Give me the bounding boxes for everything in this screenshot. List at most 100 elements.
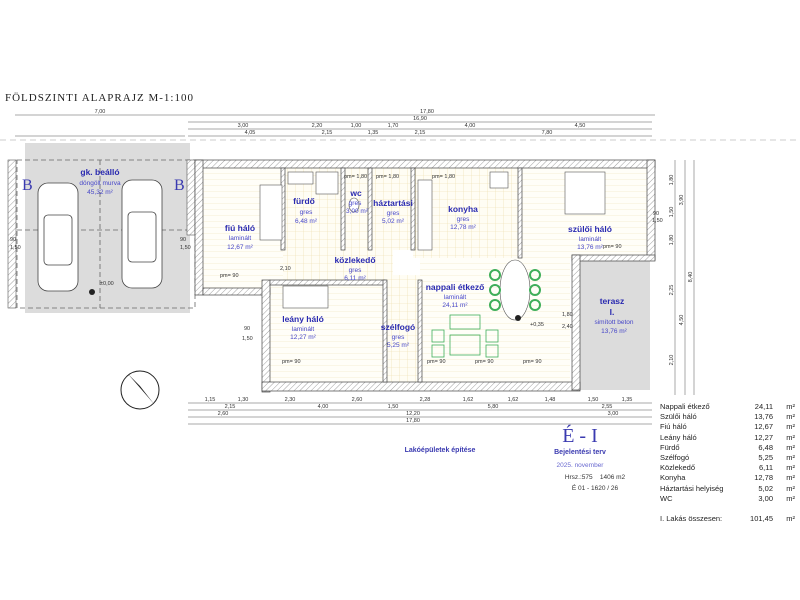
- chairs: [489, 269, 541, 311]
- bed-icon: [282, 285, 329, 309]
- dimension-label: 4,00: [318, 404, 329, 410]
- area-room-name: Fiú háló: [660, 422, 687, 432]
- dimension-label: 1,62: [463, 397, 474, 403]
- area-unit: m²: [786, 452, 795, 462]
- svg-text:24,11 m²: 24,11 m²: [442, 302, 468, 309]
- area-unit: m²: [786, 513, 795, 523]
- level-marker-icon: [515, 315, 521, 321]
- furniture: [259, 171, 606, 321]
- area-room-name: Leány háló: [660, 432, 697, 442]
- room-szelfogo: szélfogó gres 5,25 m²: [381, 322, 415, 349]
- terrace: [580, 258, 650, 390]
- svg-text:pm= 90: pm= 90: [603, 244, 622, 250]
- svg-text:fürdő: fürdő: [293, 196, 315, 206]
- svg-text:laminált: laminált: [229, 235, 252, 242]
- dimension-label: 2,10: [669, 355, 675, 366]
- area-value: 13,76: [754, 412, 773, 422]
- svg-text:6,48 m²: 6,48 m²: [295, 218, 318, 225]
- dimension-label: 2,30: [285, 397, 296, 403]
- svg-text:1,50: 1,50: [652, 218, 663, 224]
- area-value: 6,48: [758, 442, 773, 452]
- area-unit: m²: [786, 493, 795, 503]
- svg-text:1,50: 1,50: [180, 245, 191, 251]
- car-icon: [121, 179, 163, 289]
- svg-text:5,25 m²: 5,25 m²: [387, 342, 410, 349]
- svg-text:I.: I.: [610, 307, 615, 317]
- area-room-name: Konyha: [660, 473, 686, 483]
- svg-text:szélfogó: szélfogó: [381, 322, 415, 332]
- dimension-label: 1,80: [669, 235, 675, 246]
- dimension-label: 2,55: [602, 404, 613, 410]
- dimension-label: 2,28: [420, 397, 431, 403]
- dimension-label: 1,50: [669, 207, 675, 218]
- svg-text:gk. beálló: gk. beálló: [80, 167, 119, 177]
- project-name: Lakóépületek építése: [404, 447, 476, 454]
- dimension-label: 3,90: [679, 195, 685, 206]
- dimension-label: 1,35: [368, 130, 379, 136]
- dimension-label: 2,25: [669, 285, 675, 296]
- room-szuloi-halo: szülői háló laminált 13,76 m²: [568, 224, 612, 251]
- svg-text:szülői háló: szülői háló: [568, 224, 612, 234]
- area-room-name: Nappali étkező: [660, 402, 710, 411]
- sheet-number: É - I: [562, 425, 598, 447]
- dimension-label: 4,50: [679, 315, 685, 326]
- carport: B B ±0,00: [7, 143, 196, 313]
- dimension-label: 1,15: [205, 397, 216, 403]
- room-konyha: konyha gres 12,78 m²: [448, 204, 478, 231]
- svg-text:gres: gres: [392, 334, 405, 341]
- level-label: +0,35: [530, 322, 544, 328]
- svg-text:pm= 90: pm= 90: [427, 359, 446, 365]
- parcel-info: Hrsz.:575 1406 m2: [564, 474, 626, 481]
- area-unit: m²: [786, 422, 795, 432]
- dimension-label: 7,00: [95, 109, 106, 115]
- dimension-label: 1,50: [388, 404, 399, 410]
- room-nappali-etkezo: nappali étkező laminált 24,11 m²: [426, 282, 485, 309]
- svg-text:45,32 m²: 45,32 m²: [87, 189, 113, 196]
- svg-text:3,00 m²: 3,00 m²: [346, 208, 369, 215]
- dimension-label: 2,15: [322, 130, 333, 136]
- drawing-title: FÖLDSZINTI ALAPRAJZ M-1:100: [5, 92, 194, 104]
- area-value: 3,00: [758, 493, 773, 503]
- svg-text:90: 90: [653, 211, 659, 217]
- svg-text:1,80: 1,80: [562, 312, 573, 318]
- shower-icon: [315, 171, 339, 195]
- svg-text:fiú háló: fiú háló: [225, 223, 255, 233]
- svg-text:gres: gres: [349, 267, 362, 274]
- svg-text:6,11 m²: 6,11 m²: [344, 275, 366, 282]
- svg-text:1,50: 1,50: [10, 245, 21, 251]
- svg-text:pm= 1,80: pm= 1,80: [432, 174, 455, 180]
- room-haztartasi: háztartási gres 5,02 m²: [373, 198, 413, 225]
- kitchen-counter-icon: [417, 179, 433, 251]
- svg-text:13,76 m²: 13,76 m²: [601, 328, 627, 335]
- svg-text:1,50: 1,50: [242, 336, 253, 342]
- svg-text:12,78 m²: 12,78 m²: [450, 224, 476, 231]
- opening-labels: pm= 1,80 pm= 1,80 pm= 1,80 pm= 90 pm= 90…: [10, 174, 663, 365]
- area-value: 24,11: [754, 402, 773, 411]
- level-marker-icon: [89, 289, 95, 295]
- plan-phase: Bejelentési terv: [554, 449, 606, 456]
- plan-date: 2025. november: [556, 462, 604, 469]
- dimension-label: 2,60: [352, 397, 363, 403]
- svg-text:döngölt murva: döngölt murva: [79, 180, 121, 187]
- svg-text:90: 90: [244, 326, 250, 332]
- area-room-name: Szülői háló: [660, 412, 697, 422]
- floors: [203, 168, 650, 390]
- svg-text:gres: gres: [387, 210, 400, 217]
- room-terasz: terasz I. simított beton 13,76 m²: [594, 296, 633, 335]
- dimension-label: 2,20: [312, 123, 323, 129]
- dining-table-icon: [499, 259, 531, 321]
- svg-text:pm= 90: pm= 90: [282, 359, 301, 365]
- bed-icon: [259, 184, 283, 241]
- area-unit: m²: [786, 473, 795, 483]
- dimension-label: 17,80: [406, 418, 420, 424]
- dimension-label: 1,48: [545, 397, 556, 403]
